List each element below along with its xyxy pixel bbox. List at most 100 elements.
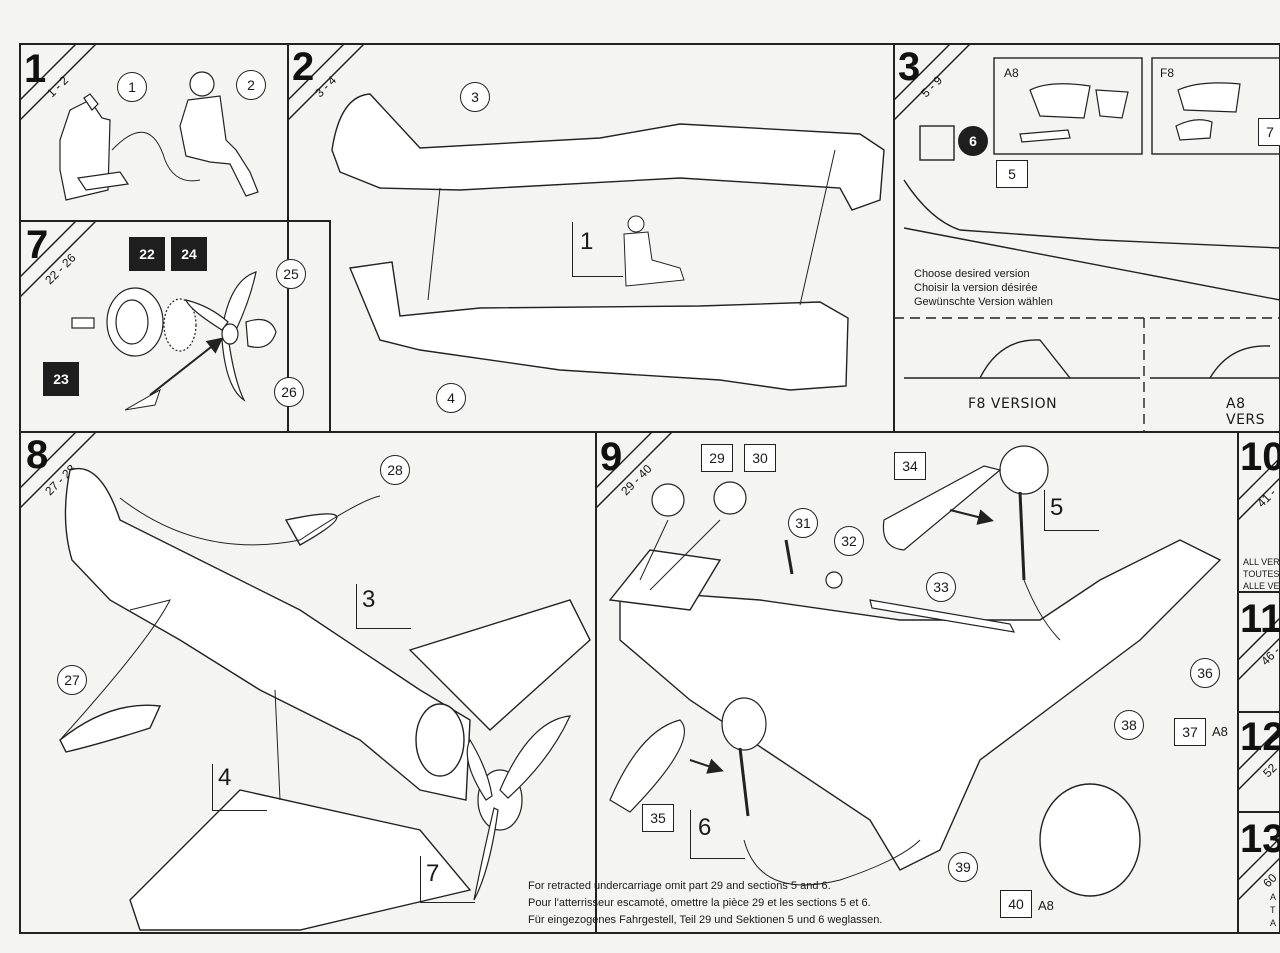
fuselage-half-lower [349, 261, 849, 391]
f8-version-label: F8 VERSION [968, 396, 1058, 412]
part-29-callout: 29 [701, 444, 733, 472]
step-11-range: 46 - [1258, 644, 1280, 669]
part-7-callout: 7 [1258, 118, 1280, 146]
step-10-number: 10 [1240, 435, 1280, 479]
subassembly-ref-4: 4 [218, 764, 232, 791]
leader-line [649, 519, 721, 591]
part-25-callout: 25 [276, 259, 306, 289]
step-2-range: 3 - 4 [312, 73, 339, 100]
choose-version-fr: Choisir la version désirée [914, 282, 1038, 294]
part-35-callout: 35 [642, 804, 674, 832]
part-39-callout: 39 [948, 852, 978, 882]
step-1-range: 1 - 2 [44, 73, 71, 100]
leader-line [743, 839, 921, 886]
pointer-shape [124, 388, 161, 411]
f8-label: F8 [1160, 66, 1175, 80]
part-3-callout: 3 [460, 82, 490, 112]
step-13-number: 13 [1240, 817, 1280, 861]
assembly-arrow [689, 758, 724, 774]
leader-line [639, 519, 669, 581]
part-23-callout: 23 [43, 362, 79, 396]
step-3-number: 3 [898, 45, 920, 89]
part-37-version-tag: A8 [1212, 724, 1228, 739]
ref-3-triangle [356, 584, 411, 629]
all-versions-de: ALLE VE [1243, 581, 1280, 591]
leader-line [1023, 579, 1061, 641]
panel-step-13 [1237, 811, 1280, 934]
a8-canopy-box [993, 57, 1143, 155]
step-12-range: 52 [1260, 761, 1280, 781]
part-34-callout: 34 [894, 452, 926, 480]
part-40-callout: 40 [1000, 890, 1032, 918]
part-26-callout: 26 [274, 377, 304, 407]
part-31-callout: 31 [788, 508, 818, 538]
step-7-number: 7 [26, 223, 48, 267]
assembly-arrow [149, 337, 224, 396]
part-32-callout: 32 [834, 526, 864, 556]
step-1-number: 1 [24, 47, 46, 91]
step-12-number: 12 [1240, 715, 1280, 759]
choose-version-en: Choose desired version [914, 268, 1030, 280]
part-30-callout: 30 [744, 444, 776, 472]
leader-line [799, 149, 836, 306]
propeller-drawing [185, 271, 277, 402]
ref-4-triangle [212, 764, 267, 811]
seat-drawing [59, 93, 130, 201]
step-11-number: 11 [1240, 597, 1280, 641]
part-37-callout: 37 [1174, 718, 1206, 746]
part-4-callout: 4 [436, 383, 466, 413]
subassembly-ref-7: 7 [426, 860, 440, 887]
fuselage-half-upper [331, 93, 885, 211]
step-10-range: 41 - [1254, 486, 1279, 511]
part-22-callout: 22 [129, 237, 165, 271]
part-1-callout: 1 [117, 72, 147, 102]
all-versions-fr: TOUTES [1243, 569, 1280, 579]
a8-canopy-profile [1209, 345, 1271, 379]
part-24-callout: 24 [171, 237, 207, 271]
ref-6-triangle [690, 810, 745, 859]
subassembly-ref-6: 6 [698, 814, 712, 841]
step13-side-3: A [1270, 918, 1277, 928]
step-8-number: 8 [26, 433, 48, 477]
assembly-arrow [949, 509, 994, 525]
aircraft-body-step8 [59, 468, 591, 931]
ref-5-triangle [1044, 490, 1099, 531]
f8-canopy-box [1151, 57, 1280, 155]
subassembly-ref-1: 1 [580, 228, 594, 255]
pilot-figure [623, 215, 685, 287]
a8-label: A8 [1004, 66, 1019, 80]
part-28-callout: 28 [380, 455, 410, 485]
step13-side-2: T [1270, 905, 1276, 915]
leader-line [59, 599, 171, 741]
subassembly-ref-3: 3 [362, 586, 376, 613]
note-fr: Pour l'atterrisseur escamoté, omettre la… [528, 897, 871, 909]
part-27-callout: 27 [57, 665, 87, 695]
color-swatch-box [919, 125, 955, 161]
propeller-step8 [466, 715, 571, 901]
canopy-parts [1019, 82, 1241, 143]
step-13-range: 60 [1260, 871, 1280, 891]
part-38-callout: 38 [1114, 710, 1144, 740]
part-2-callout: 2 [236, 70, 266, 100]
f8-canopy-profile [979, 339, 1071, 379]
note-en: For retracted undercarriage omit part 29… [528, 880, 831, 892]
part-40-version-tag: A8 [1038, 898, 1054, 913]
subassembly-ref-5: 5 [1050, 494, 1064, 521]
a8-version-label: A8 VERS [1226, 396, 1266, 428]
ref-7-triangle [420, 856, 475, 903]
leader-line [119, 495, 381, 546]
pilot-figure [179, 71, 259, 197]
all-versions-en: ALL VER [1243, 557, 1280, 567]
fuselage-outline [903, 179, 1280, 249]
step13-side-1: A [1270, 892, 1277, 902]
fuselage-outline [903, 227, 1280, 301]
ref-1-triangle [572, 222, 623, 277]
part-36-callout: 36 [1190, 658, 1220, 688]
wheel-hub-drawing [71, 287, 197, 357]
note-de: Für eingezogenes Fahrgestell, Teil 29 un… [528, 914, 883, 926]
part-5-callout: 5 [996, 160, 1028, 188]
leader-line [111, 131, 201, 182]
leader-line [427, 187, 441, 301]
part-6-callout: 6 [958, 126, 988, 156]
